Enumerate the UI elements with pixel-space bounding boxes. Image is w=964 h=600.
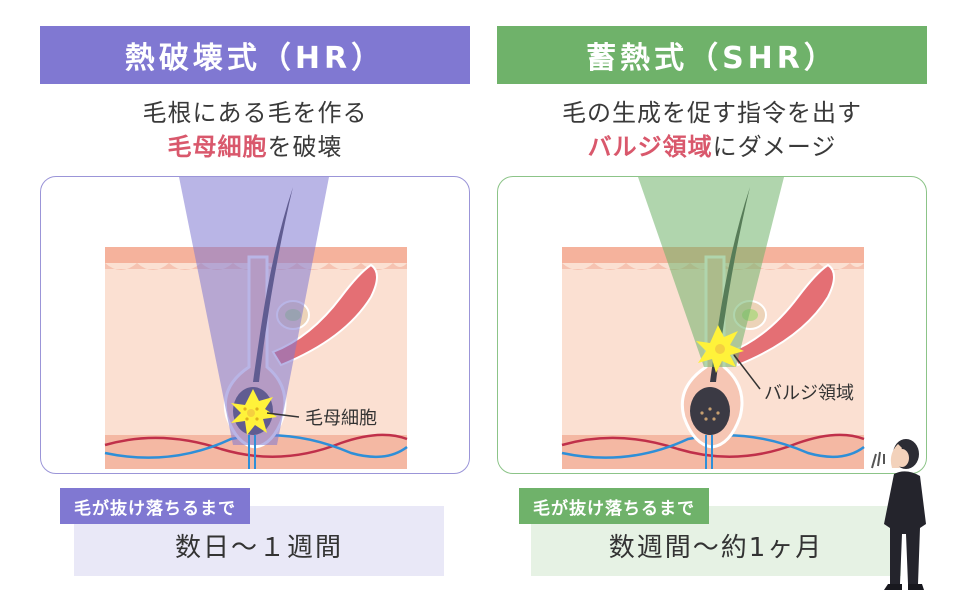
arrector-muscle [728,263,835,367]
hr-desc-line1: 毛根にある毛を作る [142,99,368,127]
papilla-vessel [248,435,256,469]
shr-diagram-panel: バルジ領域 [497,176,927,474]
hr-desc-highlight: 毛母細胞 [167,133,268,161]
shr-desc-line1: 毛の生成を促す指令を出す [562,99,862,127]
body [884,471,926,584]
hr-desc-rest: を破壊 [267,133,343,161]
matrix-label: 毛母細胞 [305,408,377,429]
papilla-dots [700,407,720,421]
heat-spark [696,325,744,373]
label-leader [266,412,300,418]
skin-wave [562,263,864,270]
arrector-muscle [271,263,378,367]
hr-title-banner: 熱破壊式（HR） [40,26,470,84]
shr-result: 数週間～約1ヶ月 [531,506,901,576]
hr-diagram-panel: 毛母細胞 [40,176,470,474]
papilla-vessel [705,435,713,469]
shr-tag: 毛が抜け落ちるまで [519,488,709,524]
shr-description: 毛の生成を促す指令を出す バルジ領域にダメージ [497,96,927,164]
shr-desc-line2: バルジ領域にダメージ [497,130,927,164]
raised-hand [890,444,902,468]
blood-vessel-red [104,433,408,458]
hr-tag: 毛が抜け落ちるまで [60,488,250,524]
hr-description: 毛根にある毛を作る 毛母細胞を破壊 [40,96,470,164]
shr-desc-highlight: バルジ領域 [587,133,713,161]
shr-title: 蓄熱式（SHR） [586,41,838,76]
worried-person-illustration [871,439,926,590]
shoes [884,584,924,590]
skin-wave [105,263,407,270]
laser-beam [638,177,784,367]
hair-bulb [690,387,730,435]
laser-beam [179,177,329,445]
shr-title-banner: 蓄熱式（SHR） [497,26,927,84]
shr-column: 蓄熱式（SHR） 毛の生成を促す指令を出す バルジ領域にダメージ [497,0,927,600]
hr-desc-line2: 毛母細胞を破壊 [40,130,470,164]
hr-skin-diagram: 毛母細胞 [104,177,408,469]
worry-lines [871,451,885,469]
shr-desc-rest: にダメージ [712,133,837,161]
heat-spark [231,389,277,435]
label-leader [733,354,761,390]
blood-vessel-red [561,433,865,458]
hr-column: 熱破壊式（HR） 毛根にある毛を作る 毛母細胞を破壊 [40,0,470,600]
shr-skin-diagram: バルジ領域 [561,177,865,469]
bulge-label: バルジ領域 [764,383,854,404]
hr-title: 熱破壊式（HR） [124,41,386,76]
